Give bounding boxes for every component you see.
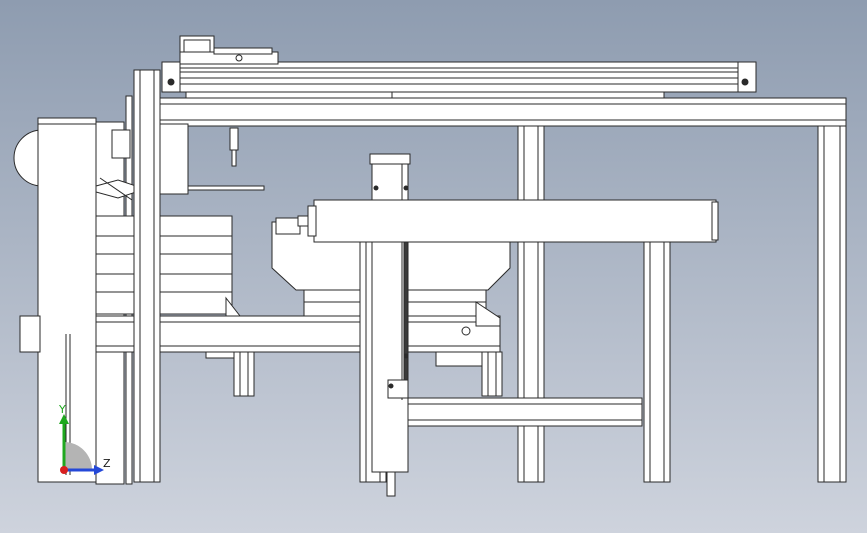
fixture-side-knob — [275, 217, 301, 235]
lower-cross-beam — [385, 397, 643, 427]
horizontal-cylinder — [313, 199, 717, 243]
gripper-bracket — [111, 129, 131, 159]
z-actuator-carriage — [387, 379, 409, 399]
fixture-bracket-right — [435, 351, 485, 367]
triad-y-label: Y — [58, 403, 66, 416]
top-frame-beam — [157, 97, 847, 127]
x-axis-end-left — [161, 61, 181, 93]
main-column — [133, 69, 161, 483]
left-side-plate — [37, 117, 97, 483]
left-disc — [13, 129, 43, 187]
lift-tray-stack — [95, 215, 233, 315]
fixture-foot-right — [481, 351, 503, 397]
probe-tip — [231, 149, 237, 167]
sensor-bar — [187, 185, 265, 191]
x-axis-end-right — [737, 61, 757, 93]
triad-x-axis — [60, 466, 68, 474]
triad-z-label: Z — [103, 457, 111, 470]
cylinder-end-right — [711, 201, 719, 241]
x-axis-motor-cap — [183, 39, 211, 53]
x-axis-carriage-plate — [213, 47, 273, 55]
coordinate-triad: Y Z — [58, 403, 111, 475]
x-axis-underrail-left — [185, 91, 393, 99]
table-foot-left — [233, 351, 255, 397]
triad-wedge — [64, 442, 92, 470]
table-gusset — [225, 296, 242, 317]
cylinder-rod-left — [297, 215, 309, 227]
fixture-pin — [461, 326, 471, 336]
z-actuator-slot — [403, 239, 409, 391]
left-side-clamp — [19, 315, 41, 353]
z-actuator-shaft — [386, 471, 396, 497]
main-column-brace — [159, 123, 189, 195]
fixture-clamp-right — [475, 301, 501, 327]
probe-holder — [229, 127, 239, 151]
x-axis-module — [161, 61, 757, 93]
z-actuator-head — [369, 153, 411, 165]
cylinder-end-left — [307, 205, 317, 237]
